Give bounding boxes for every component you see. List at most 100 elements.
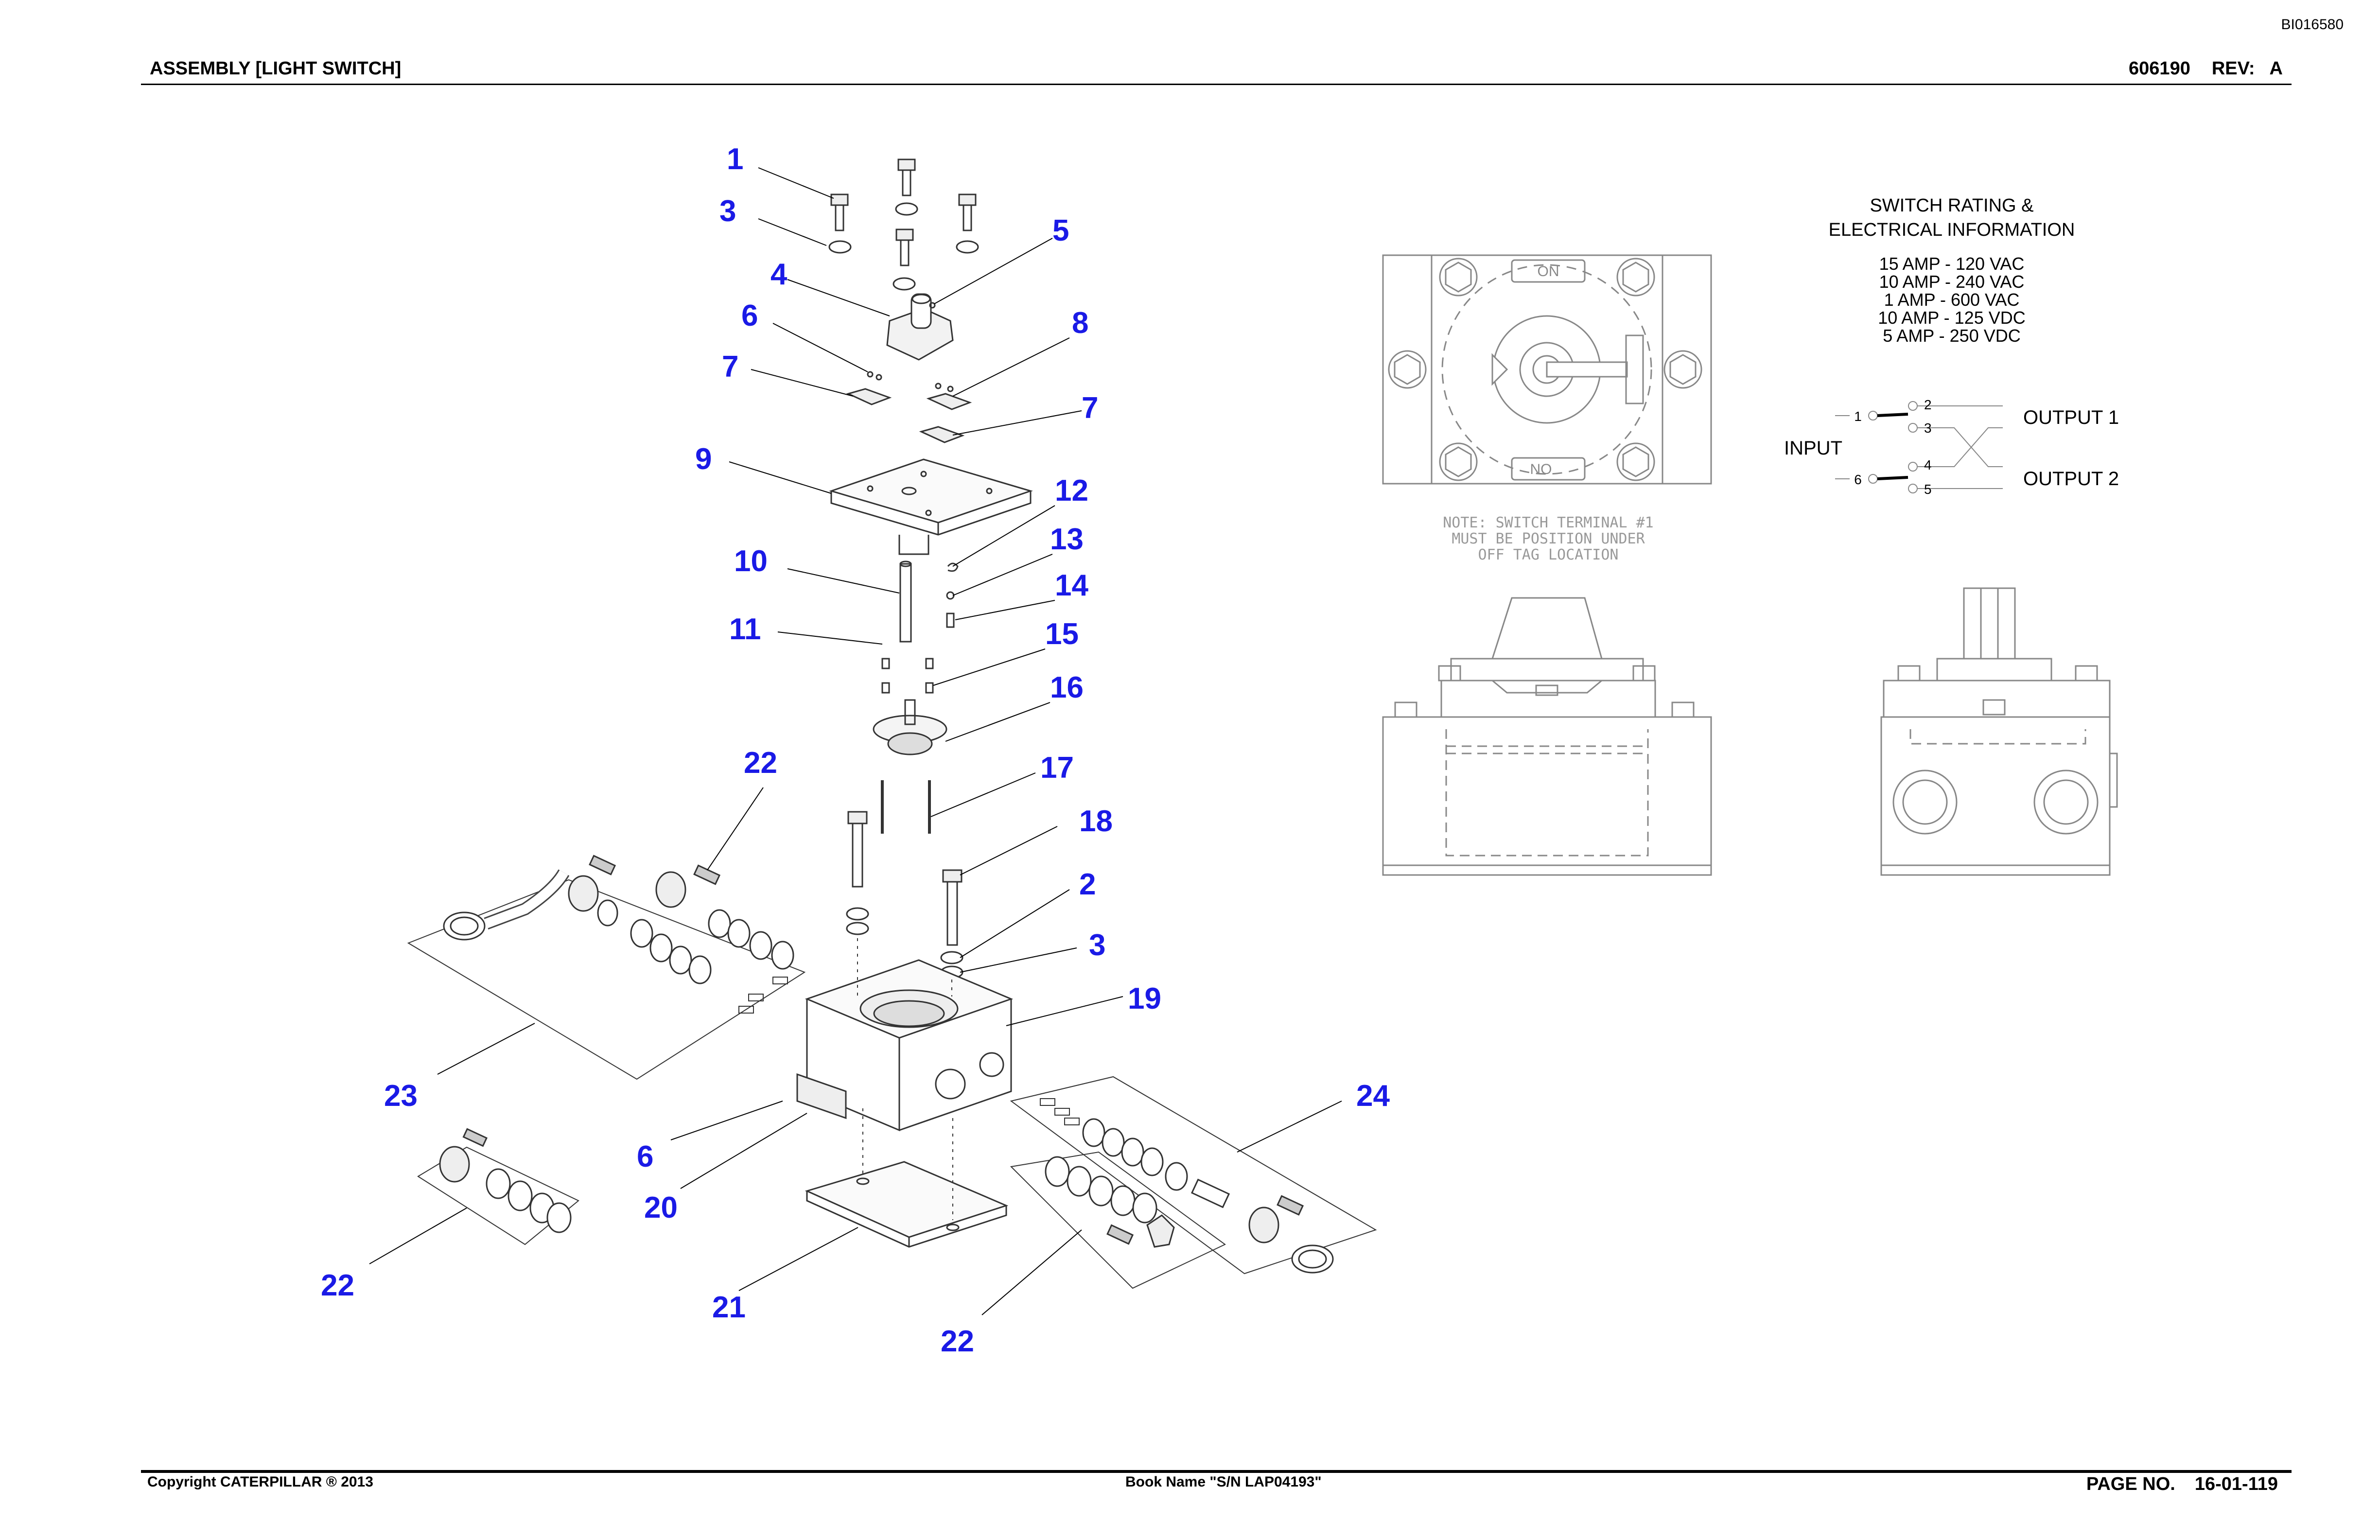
document-id: BI016580 (2281, 17, 2344, 33)
callout-10: 10 (734, 544, 768, 578)
plate-7 (846, 388, 892, 405)
nameplate-20 (796, 1073, 847, 1120)
callout-7: 7 (722, 350, 738, 384)
note-line-3: OFF TAG LOCATION (1478, 546, 1619, 563)
on-tag: ON (1538, 263, 1559, 280)
callout-7b: 7 (1082, 391, 1098, 425)
terminal-5: 5 (1924, 482, 1932, 497)
callout-4: 4 (770, 258, 788, 291)
terminal-4: 4 (1924, 457, 1932, 472)
plate-8 (926, 393, 972, 410)
callout-12: 12 (1055, 474, 1088, 508)
kit-23-outline (407, 879, 806, 1080)
clip-12 (947, 562, 959, 572)
mounting-plate-9 (829, 458, 1033, 555)
terminal-note: NOTE: SWITCH TERMINAL #1 MUST BE POSITIO… (1443, 514, 1653, 563)
assembly-drawing (407, 158, 1377, 1289)
plate-7b (919, 426, 965, 443)
electrical-title-1: SWITCH RATING & (1870, 195, 2033, 216)
callout-24: 24 (1356, 1079, 1390, 1113)
callout-13: 13 (1050, 523, 1084, 556)
callout-1: 1 (727, 142, 743, 176)
kit-24-outline (1010, 1076, 1377, 1275)
callout-22a: 22 (744, 746, 777, 780)
washer (895, 202, 918, 216)
callout-19: 19 (1128, 982, 1161, 1015)
rev-value: A (2269, 58, 2283, 79)
book-name: Book Name "S/N LAP04193" (1125, 1474, 1322, 1490)
main-block-19 (805, 959, 1014, 1132)
footer-rule (141, 1470, 2292, 1473)
rating-5: 5 AMP - 250 VDC (1883, 326, 2020, 346)
shaft-10 (899, 563, 912, 643)
callout-23: 23 (384, 1079, 418, 1113)
page-value: 16-01-119 (2194, 1474, 2278, 1494)
bolt-3 (830, 193, 849, 231)
spring-14 (946, 612, 955, 628)
callout-5: 5 (1052, 214, 1069, 247)
callout-6: 6 (741, 299, 758, 332)
header-rule (141, 84, 2292, 85)
callout-15: 15 (1045, 617, 1079, 651)
rating-2: 10 AMP - 240 VAC (1879, 272, 2025, 292)
callout-18: 18 (1079, 805, 1113, 838)
page-title: ASSEMBLY [LIGHT SWITCH] (150, 58, 402, 79)
ball-13 (946, 591, 955, 600)
note-line-1: NOTE: SWITCH TERMINAL #1 (1443, 514, 1653, 531)
terminal-2: 2 (1924, 397, 1932, 412)
callout-9: 9 (695, 442, 712, 476)
rev-label: REV: (2211, 58, 2255, 79)
hex-bolt (1439, 258, 1478, 297)
base-plate-21 (805, 1161, 1009, 1248)
callout-11: 11 (729, 612, 761, 646)
bolt-2 (958, 193, 977, 231)
part-number: 606190 (2129, 58, 2190, 79)
callout-14: 14 (1055, 569, 1088, 602)
rating-1: 15 AMP - 120 VAC (1879, 254, 2025, 274)
washer (956, 240, 979, 254)
bolt-4 (895, 228, 914, 266)
washer (828, 240, 852, 254)
bolt-1 (897, 158, 916, 196)
callout-labels: 1 3 5 4 6 8 7 7 9 12 13 10 14 11 15 16 2… (321, 142, 1390, 1358)
output-1-label: OUTPUT 1 (2023, 407, 2119, 428)
callout-16: 16 (1050, 671, 1084, 704)
input-label: INPUT (1784, 438, 1842, 459)
copyright: Copyright CATERPILLAR ® 2013 (147, 1474, 373, 1490)
electrical-title-2: ELECTRICAL INFORMATION (1829, 220, 2075, 240)
callout-21: 21 (712, 1291, 746, 1324)
wiring-diagram: 1 2 3 4 5 6 INPUT OUTPUT 1 OUTPUT 2 (1784, 397, 2119, 497)
cam-16 (873, 699, 947, 755)
header-right: 606190 REV: A (2129, 58, 2283, 79)
rating-4: 10 AMP - 125 VDC (1878, 308, 2026, 328)
knob (886, 293, 954, 361)
screw-5 (929, 302, 936, 309)
callout-6b: 6 (637, 1140, 653, 1173)
callout-8: 8 (1072, 306, 1088, 340)
callout-20: 20 (644, 1191, 678, 1225)
side-view (1880, 587, 2118, 876)
output-2-label: OUTPUT 2 (2023, 468, 2119, 490)
electrical-info: SWITCH RATING & ELECTRICAL INFORMATION 1… (1829, 195, 2075, 346)
callout-3: 3 (719, 194, 736, 228)
front-view (1382, 597, 1712, 876)
callout-22c: 22 (941, 1325, 974, 1358)
rating-3: 1 AMP - 600 VAC (1884, 290, 2020, 310)
top-view (1382, 254, 1712, 485)
terminal-1: 1 (1854, 409, 1862, 424)
callout-3b: 3 (1089, 928, 1105, 962)
callout-2: 2 (1079, 868, 1096, 901)
washer (892, 277, 916, 291)
terminal-3: 3 (1924, 420, 1932, 436)
leader-lines (369, 167, 1342, 1315)
kit-22-right-outline (1010, 1151, 1226, 1289)
hose-left (443, 855, 618, 941)
page-number: PAGE NO.16-01-119 (2086, 1474, 2278, 1495)
bolt-18 (847, 811, 962, 946)
note-line-2: MUST BE POSITION UNDER (1452, 530, 1645, 547)
callout-17: 17 (1040, 751, 1074, 785)
terminal-6: 6 (1854, 472, 1862, 487)
fitting-left-22 (655, 864, 721, 908)
fitting-bottom-left-22 (439, 1128, 572, 1233)
